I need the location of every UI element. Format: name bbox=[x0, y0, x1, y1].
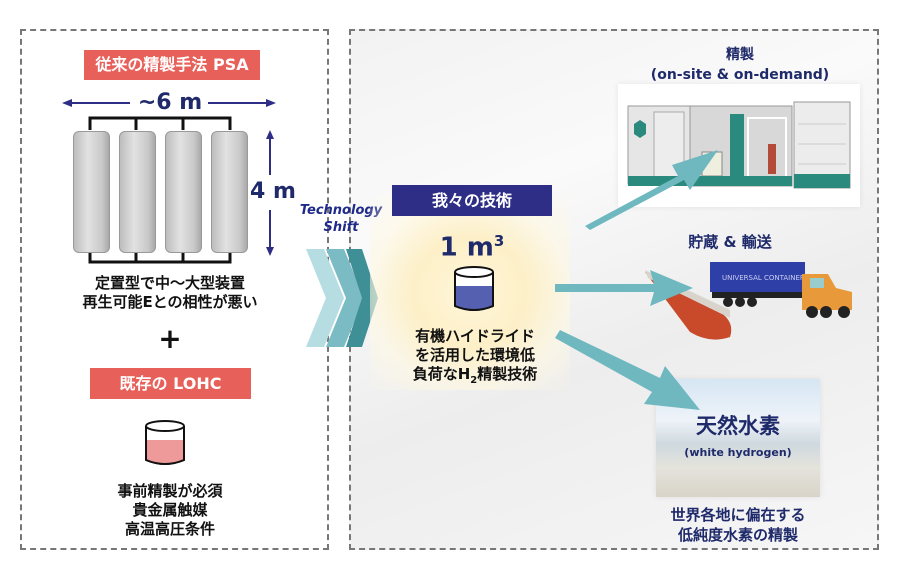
width-dimension-label: ~6 m bbox=[137, 90, 203, 115]
psa-column bbox=[211, 131, 248, 253]
psa-description-line1: 定置型で中～大型装置 bbox=[94, 274, 245, 292]
lohc-label: 既存の LOHC bbox=[90, 368, 251, 399]
height-dimension-arrow bbox=[266, 130, 274, 256]
our-beaker-icon bbox=[454, 266, 494, 311]
height-dimension-label: 4 m bbox=[250, 179, 296, 204]
technology-shift-label: Technology Shift bbox=[296, 202, 386, 236]
technology-shift-line2: Shift bbox=[323, 220, 359, 235]
natural-hydrogen-desc-line2: 低純度水素の精製 bbox=[677, 526, 798, 544]
lohc-beaker-icon bbox=[145, 420, 185, 465]
volume-exponent: 3 bbox=[493, 232, 505, 250]
purification-subtitle: (on-site & on-demand) bbox=[650, 67, 830, 83]
purification-title: 精製 bbox=[726, 47, 754, 63]
psa-description-line2: 再生可能Eとの相性が悪い bbox=[82, 293, 258, 311]
natural-hydrogen-title: 天然水素 bbox=[696, 414, 780, 438]
psa-label: 従来の精製手法 PSA bbox=[84, 50, 260, 80]
volume-value: 1 m bbox=[439, 232, 494, 263]
desc-line3-a: 負荷なH bbox=[412, 365, 471, 383]
technology-description-line3: 負荷なH2精製技術 bbox=[380, 364, 570, 391]
psa-column bbox=[165, 131, 202, 253]
desc-line3-b: 精製技術 bbox=[477, 365, 538, 383]
lohc-description-line1: 事前精製が必須 bbox=[117, 482, 223, 500]
our-technology-label: 我々の技術 bbox=[392, 185, 552, 216]
storage-transport-title: 貯蔵 & 輸送 bbox=[688, 233, 772, 251]
lohc-description-line2: 貴金属触媒 bbox=[132, 501, 208, 519]
psa-column bbox=[73, 131, 110, 253]
plus-sign: + bbox=[158, 322, 182, 355]
natural-hydrogen-subtitle: (white hydrogen) bbox=[684, 446, 792, 459]
natural-hydrogen-desc-line1: 世界各地に偏在する bbox=[670, 506, 806, 524]
h2-subscript: 2 bbox=[470, 375, 478, 386]
psa-column bbox=[119, 131, 156, 253]
ship-and-truck-image: UNIVERSAL CONTAINER bbox=[645, 262, 852, 340]
technology-description-line2: を活用した環境低 bbox=[414, 346, 535, 364]
truck-container-text: UNIVERSAL CONTAINER bbox=[722, 274, 805, 282]
technology-shift-line1: Technology bbox=[299, 203, 383, 218]
technology-shift-chevrons-icon bbox=[306, 249, 378, 347]
volume-label: 1 m3 bbox=[422, 225, 522, 264]
container-plant-image bbox=[618, 84, 860, 207]
lohc-description-line3: 高温高圧条件 bbox=[124, 520, 215, 538]
technology-description-line1: 有機ハイドライド bbox=[415, 327, 535, 345]
width-dimension-arrow bbox=[62, 99, 276, 107]
